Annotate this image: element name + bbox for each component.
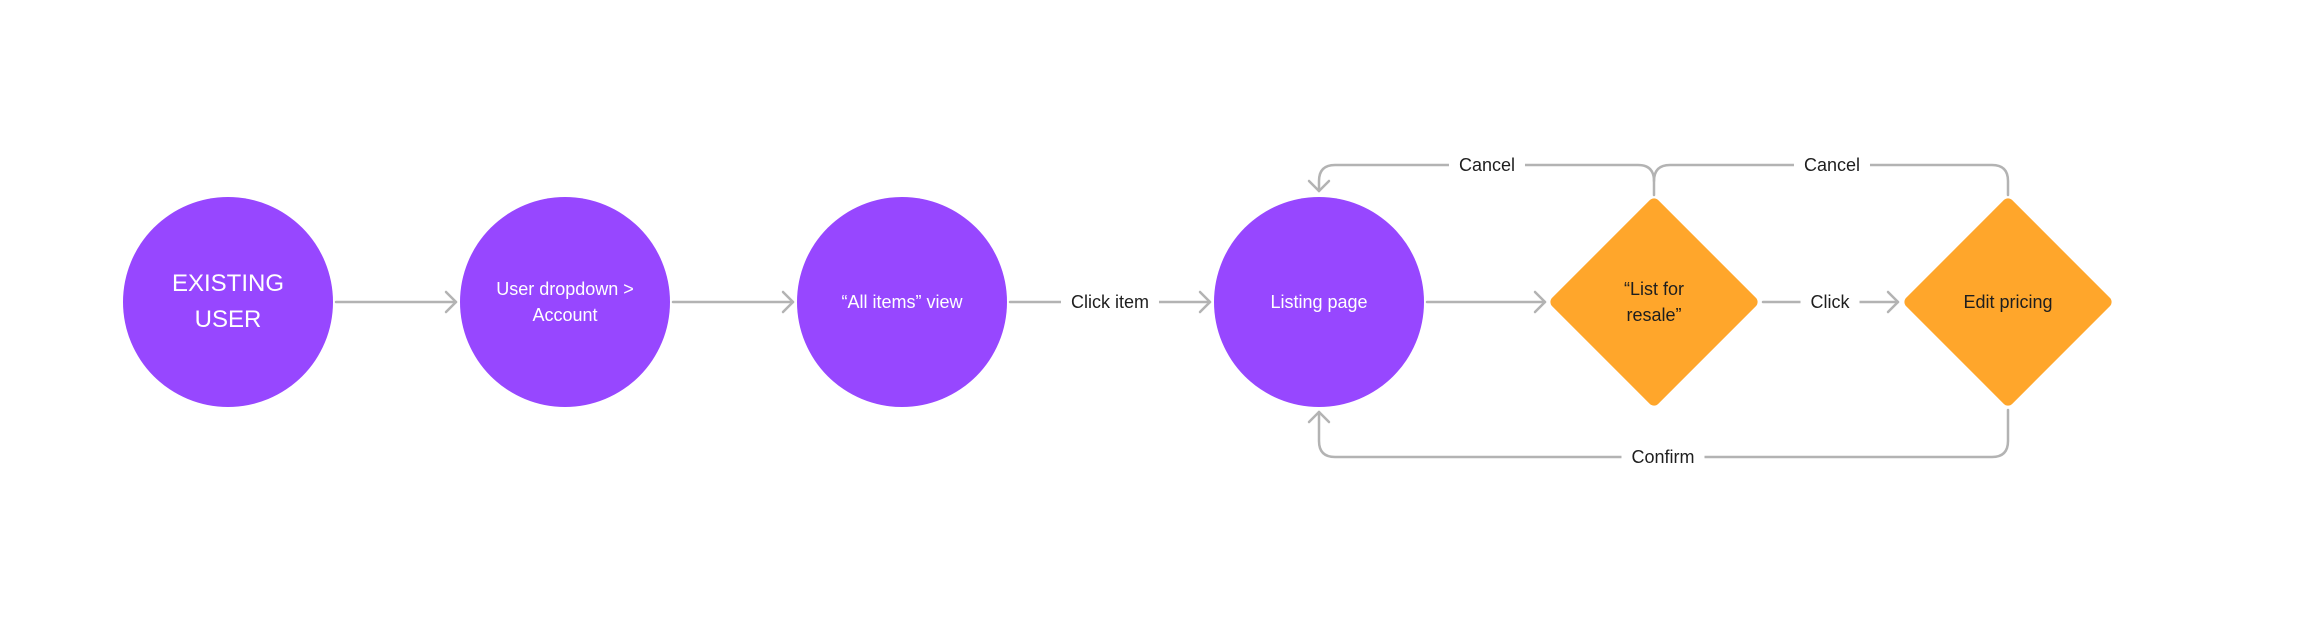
user-dropdown-line-2: Account — [532, 305, 598, 325]
edge-label-confirm: Confirm — [1621, 445, 1705, 469]
existing-user-label: EXISTING USER — [143, 262, 313, 342]
edge-label-cancel-right: Cancel — [1793, 153, 1871, 177]
list-for-resale-label: “List for resale” — [1594, 267, 1714, 337]
arrowhead-resale-to-pricing — [1886, 290, 1900, 314]
arrowhead-all-items-to-listing — [1198, 290, 1212, 314]
node-all-items-view — [797, 197, 1007, 407]
edge-label-click-item: Click item — [1060, 290, 1160, 314]
edge-label-cancel-left: Cancel — [1448, 153, 1526, 177]
list-for-resale-line-1: “List for — [1623, 278, 1684, 299]
arrowhead-cancel-to-listing — [1307, 179, 1331, 193]
edit-pricing-label: Edit pricing — [1963, 291, 2053, 312]
edge-label-click: Click — [1800, 290, 1860, 314]
arrowhead-confirm-to-listing — [1307, 410, 1331, 424]
node-listing-page — [1214, 197, 1424, 407]
arrowhead-listing-to-resale — [1533, 290, 1547, 314]
user-dropdown-label: User dropdown > Account — [480, 267, 650, 337]
arrowhead-existing-to-dropdown — [444, 290, 458, 314]
all-items-view-label: “All items” view — [841, 291, 963, 312]
node-user-dropdown — [460, 197, 670, 407]
arrowhead-dropdown-to-all-items — [781, 290, 795, 314]
list-for-resale-line-2: resale” — [1626, 305, 1682, 325]
connector-cancel-pricing-to-resale — [1652, 163, 2010, 197]
user-dropdown-line-1: User dropdown > — [496, 278, 634, 299]
node-list-for-resale — [1550, 198, 1758, 406]
node-edit-pricing — [1904, 198, 2112, 406]
existing-user-line-1: EXISTING — [171, 270, 285, 297]
listing-page-label: Listing page — [1270, 291, 1368, 312]
existing-user-line-2: USER — [194, 306, 262, 333]
node-existing-user — [123, 197, 333, 407]
